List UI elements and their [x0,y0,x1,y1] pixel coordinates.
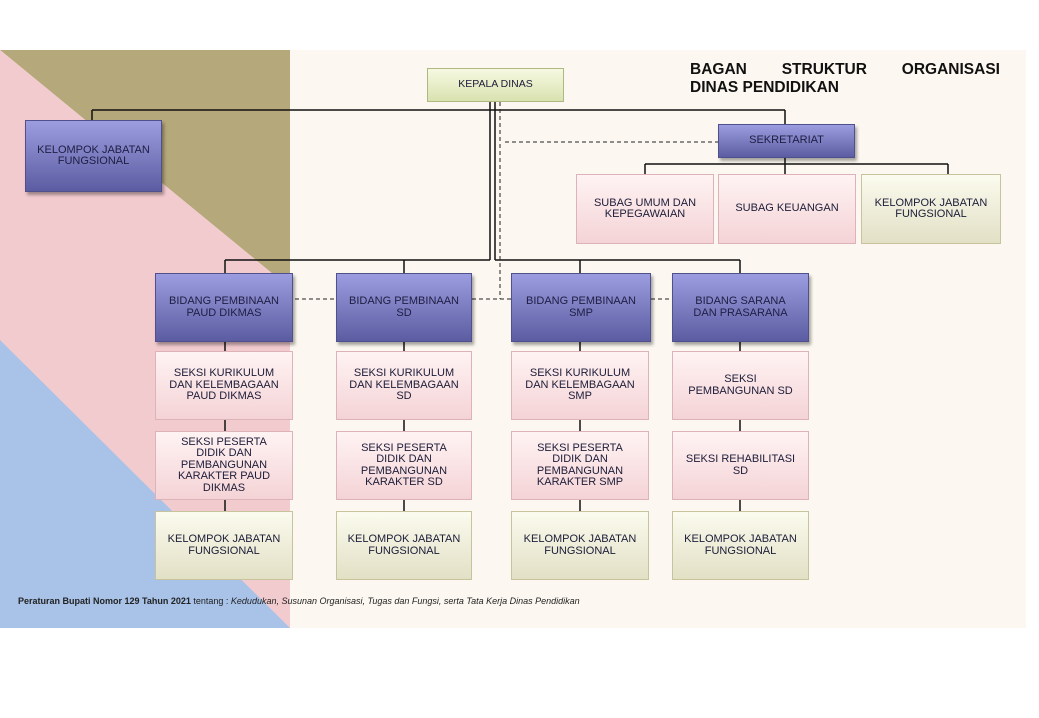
node-bidang-paud: BIDANG PEMBINAAN PAUD DIKMAS [155,273,293,342]
node-kelompok-jabatan-fungsional-sekretariat: KELOMPOK JABATAN FUNGSIONAL [861,174,1001,244]
chart-title: BAGAN STRUKTUR ORGANISASI DINAS PENDIDIK… [690,61,1000,97]
node-bidang-sarana: BIDANG SARANA DAN PRASARANA [672,273,809,342]
node-bidang-sd: BIDANG PEMBINAAN SD [336,273,472,342]
node-kelompok-jabatan-fungsional-left: KELOMPOK JABATAN FUNGSIONAL [25,120,162,192]
chart-title-line2: DINAS PENDIDIKAN [690,79,839,96]
node-kjf-smp: KELOMPOK JABATAN FUNGSIONAL [511,511,649,580]
regulation-footer: Peraturan Bupati Nomor 129 Tahun 2021 te… [18,596,1018,606]
node-seksi-peserta-smp: SEKSI PESERTA DIDIK DAN PEMBANGUNAN KARA… [511,431,649,500]
chart-title-line1: BAGAN STRUKTUR ORGANISASI [690,61,1000,78]
node-seksi-kurikulum-smp: SEKSI KURIKULUM DAN KELEMBAGAAN SMP [511,351,649,420]
footer-subject: Kedudukan, Susunan Organisasi, Tugas dan… [230,596,580,606]
node-kjf-sd: KELOMPOK JABATAN FUNGSIONAL [336,511,472,580]
node-subag-keuangan: SUBAG KEUANGAN [718,174,856,244]
node-seksi-kurikulum-paud: SEKSI KURIKULUM DAN KELEMBAGAAN PAUD DIK… [155,351,293,420]
node-seksi-rehabilitasi-sd: SEKSI REHABILITASI SD [672,431,809,500]
node-seksi-kurikulum-sd: SEKSI KURIKULUM DAN KELEMBAGAAN SD [336,351,472,420]
node-kjf-paud: KELOMPOK JABATAN FUNGSIONAL [155,511,293,580]
node-kepala-dinas: KEPALA DINAS [427,68,564,102]
node-seksi-peserta-sd: SEKSI PESERTA DIDIK DAN PEMBANGUNAN KARA… [336,431,472,500]
node-sekretariat: SEKRETARIAT [718,124,855,158]
node-seksi-peserta-paud: SEKSI PESERTA DIDIK DAN PEMBANGUNAN KARA… [155,431,293,500]
footer-connector: tentang : [190,596,231,606]
org-chart-slide: BAGAN STRUKTUR ORGANISASI DINAS PENDIDIK… [0,50,1026,628]
node-kjf-sarana: KELOMPOK JABATAN FUNGSIONAL [672,511,809,580]
node-subag-umum: SUBAG UMUM DAN KEPEGAWAIAN [576,174,714,244]
footer-regulation: Peraturan Bupati Nomor 129 Tahun 2021 [18,596,191,606]
node-bidang-smp: BIDANG PEMBINAAN SMP [511,273,651,342]
node-seksi-pembangunan-sd: SEKSI PEMBANGUNAN SD [672,351,809,420]
connector-lines [91,102,949,511]
